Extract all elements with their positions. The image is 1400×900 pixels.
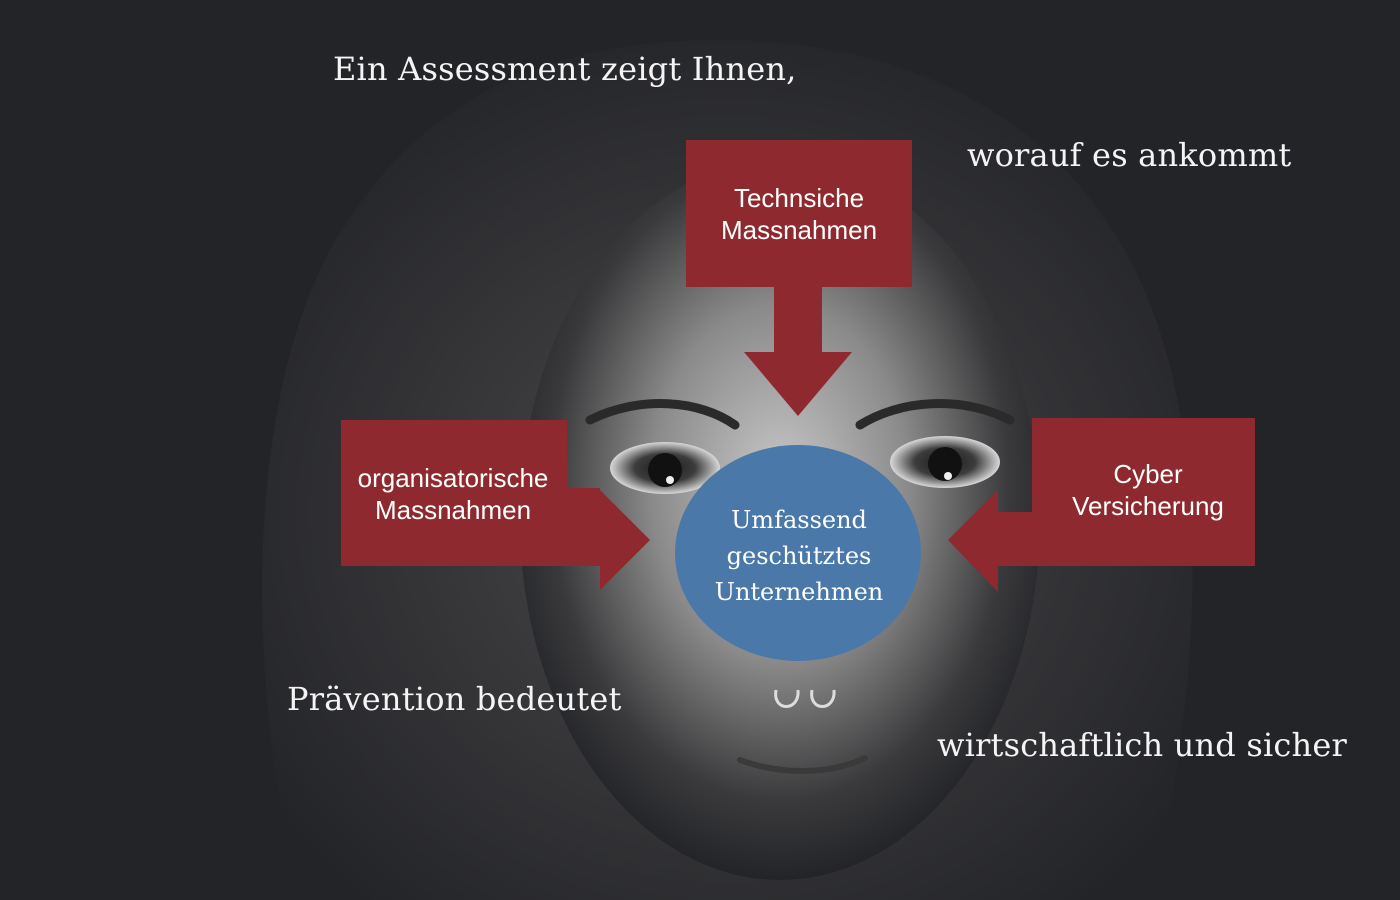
pupil-right (928, 447, 962, 481)
arrow-cyber (948, 418, 1255, 592)
label-technical-line2: Massnahmen (720, 215, 878, 245)
mouth-line (737, 755, 868, 774)
arrow-technical (686, 140, 912, 416)
eyebrow-right (855, 399, 1015, 430)
caption-wirtschaftlich: wirtschaftlich und sicher (937, 726, 1347, 764)
label-organizational-line2: Massnahmen (374, 495, 532, 525)
caption-praevention: Prävention bedeutet (287, 680, 622, 718)
nose-ring-left (774, 689, 800, 708)
center-ellipse (675, 445, 921, 661)
eyebrow-left (585, 399, 740, 430)
label-cyber-line2: Versicherung (1072, 491, 1224, 521)
label-organizational: organisatorische Massnahmen (330, 462, 576, 526)
caption-assessment: Ein Assessment zeigt Ihnen, (333, 50, 797, 88)
arrow-organizational (341, 420, 650, 590)
label-center-line2: geschütztes (726, 542, 872, 570)
label-technical: Technsiche Massnahmen (686, 182, 912, 246)
label-cyber-line1: Cyber (1113, 459, 1183, 489)
label-technical-line1: Technsiche (733, 183, 865, 213)
label-center-line3: Unternehmen (714, 578, 884, 606)
label-center-line1: Umfassend (731, 506, 867, 534)
eye-highlight-left (666, 476, 674, 484)
caption-worauf: worauf es ankommt (967, 136, 1292, 174)
nose-ring-right (810, 689, 836, 708)
label-cyber: Cyber Versicherung (1038, 458, 1258, 522)
label-center: Umfassend geschütztes Unternehmen (676, 502, 922, 610)
label-organizational-line1: organisatorische (357, 463, 549, 493)
eye-highlight-right (944, 472, 952, 480)
